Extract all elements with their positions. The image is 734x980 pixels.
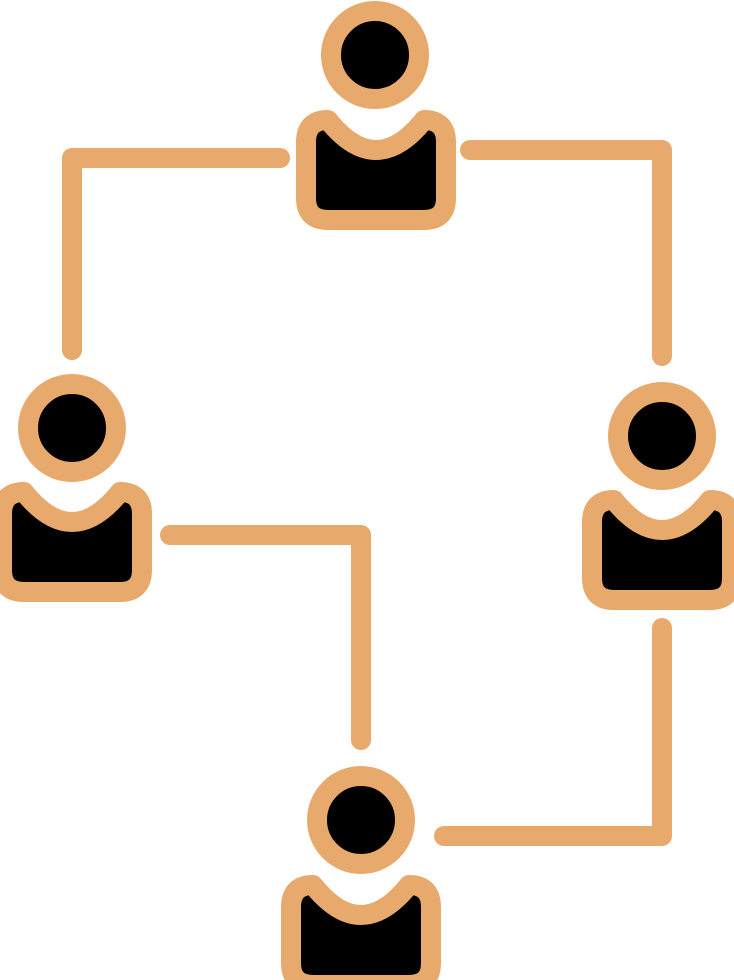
connector-left-bottom [160, 525, 371, 750]
connector-right-bottom [434, 618, 672, 846]
person-body [0, 482, 152, 602]
person-icon [307, 766, 415, 874]
person-node-left [0, 374, 152, 602]
person-icon [321, 1, 429, 109]
connectors [62, 140, 672, 846]
connector-top-left [62, 148, 290, 360]
person-node-bottom [281, 766, 441, 980]
person-icon [18, 374, 126, 482]
person-body [296, 110, 456, 230]
person-node-right [582, 382, 734, 610]
person-body [281, 875, 441, 980]
person-icon [608, 382, 716, 490]
connector-top-right [460, 140, 672, 366]
person-body [582, 490, 734, 610]
person-node-top [296, 1, 456, 230]
